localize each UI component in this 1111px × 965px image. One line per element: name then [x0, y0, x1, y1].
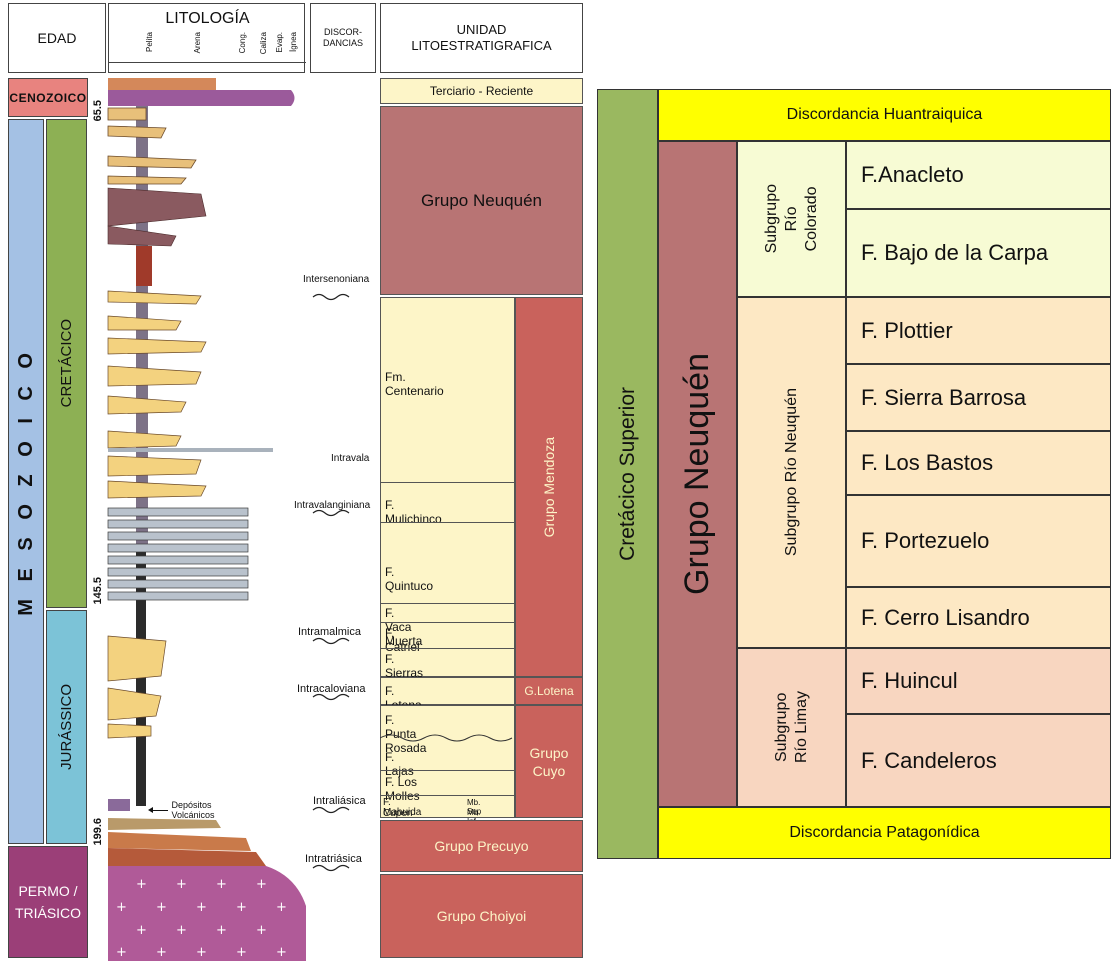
header-litologia-title: LITOLOGÍA: [109, 10, 306, 28]
unit-centenario: Fm. Centenario: [385, 370, 444, 398]
cuyo-internal-waves: [380, 728, 515, 748]
era-cenozoico: CENOZOICO: [8, 78, 88, 117]
svg-text:+: +: [276, 900, 287, 915]
lith-col-caliza: Caliza: [259, 32, 268, 54]
header-unidad: UNIDAD LITOESTRATIGRAFICA: [380, 3, 583, 73]
unit-mahuida: Mahuida: [383, 807, 421, 818]
formation-portezuelo: F. Portezuelo: [846, 495, 1111, 587]
subgroup-rio-colorado: Subgrupo Río Colorado: [737, 141, 846, 297]
header-litologia: LITOLOGÍA Pelita Arena Cong. Caliza Evap…: [108, 3, 305, 73]
svg-text:+: +: [256, 923, 267, 938]
lith-col-evap: Evap.: [275, 32, 284, 52]
svg-text:+: +: [216, 877, 227, 892]
formation-sierra-barrosa: F. Sierra Barrosa: [846, 364, 1111, 431]
neuquen-mudstones: [108, 188, 206, 246]
subgroup-rio-limay: Subgrupo Río Limay: [737, 648, 846, 807]
unit-grupo-mendoza: Grupo Mendoza: [515, 297, 583, 677]
svg-text:+: +: [176, 923, 187, 938]
lith-col-ignea: Ígnea: [289, 32, 298, 52]
discordance-wavy-lines: [305, 280, 383, 880]
limestone-thin-upper: [108, 448, 273, 452]
lithology-column-graphic: + + + + + + + + + + + + + + + + + +: [106, 76, 306, 961]
svg-text:+: +: [196, 945, 207, 960]
formation-anacleto: F.Anacleto: [846, 141, 1111, 209]
formation-huincul: F. Huincul: [846, 648, 1111, 714]
formation-cerro-lisandro: F. Cerro Lisandro: [846, 587, 1111, 648]
unit-grupo-neuquen: Grupo Neuquén: [380, 106, 583, 295]
discordance-huantraiquica: Discordancia Huantraiquica: [658, 89, 1111, 141]
red-top-bed: [108, 78, 216, 90]
svg-text:+: +: [136, 877, 147, 892]
svg-text:+: +: [156, 945, 167, 960]
svg-text:+: +: [276, 945, 287, 960]
volcanic-layer-top: [108, 90, 295, 106]
discordance-patagonidica: Discordancia Patagonídica: [658, 807, 1111, 859]
period-cretacico-superior: Cretácico Superior: [597, 89, 658, 859]
unit-lajas: F. Lajas: [385, 750, 414, 778]
unit-grupo-precuyo: Grupo Precuyo: [380, 820, 583, 872]
unit-quintuco: F. Quintuco: [385, 565, 433, 593]
svg-text:+: +: [116, 900, 127, 915]
age-199-6: 199.6: [92, 818, 104, 846]
period-cretacico: CRETÁCICO: [46, 119, 87, 608]
unit-catriel: F. Catriel: [385, 626, 420, 654]
subgroup-rio-neuquen: Subgrupo Río Neuquén: [737, 297, 846, 648]
age-65-5: 65.5: [92, 100, 104, 121]
age-145-5: 145.5: [92, 577, 104, 605]
unit-grupo-cuyo: Grupo Cuyo: [515, 705, 583, 818]
volcanic-deposits-label: Depósitos Volcánicos: [150, 800, 225, 820]
svg-text:+: +: [196, 900, 207, 915]
svg-text:+: +: [236, 900, 247, 915]
formation-los-bastos: F. Los Bastos: [846, 431, 1111, 495]
svg-text:+: +: [136, 923, 147, 938]
unit-g-lotena: G.Lotena: [515, 677, 583, 705]
formation-plottier: F. Plottier: [846, 297, 1111, 364]
lith-col-cong: Cong.: [238, 32, 247, 53]
precuyo-layers: [108, 818, 266, 866]
formation-bajo-de-la-carpa: F. Bajo de la Carpa: [846, 209, 1111, 297]
era-permo-triasico: PERMO / TRIÁSICO: [8, 846, 88, 958]
red-mudstone-bed: [136, 246, 152, 286]
svg-text:+: +: [116, 945, 127, 960]
limestone-beds: [108, 508, 248, 600]
arrow-left-icon: [150, 810, 168, 811]
grupo-neuquen-table: Cretácico Superior Discordancia Huantrai…: [597, 89, 1111, 859]
svg-text:+: +: [216, 923, 227, 938]
neuquen-sandstones: [108, 108, 196, 184]
header-edad: EDAD: [8, 3, 106, 73]
period-jurassico: JURÁSSICO: [46, 610, 87, 844]
group-grupo-neuquen: Grupo Neuquén: [658, 141, 737, 807]
unit-terciario: Terciario - Reciente: [380, 78, 583, 104]
svg-text:+: +: [176, 877, 187, 892]
formation-candeleros: F. Candeleros: [846, 714, 1111, 807]
unit-grupo-choiyoi: Grupo Choiyoi: [380, 874, 583, 958]
lith-col-pelita: Pelita: [145, 32, 154, 52]
svg-text:+: +: [236, 945, 247, 960]
volcanic-deposit-box: [108, 799, 130, 811]
lith-col-arena: Arena: [193, 32, 202, 53]
era-mesozoico: M E S O Z O I C O: [8, 119, 44, 844]
header-discordancias: DISCOR- DANCIAS: [310, 3, 376, 73]
svg-text:+: +: [256, 877, 267, 892]
mendoza-sandstones: [108, 291, 206, 498]
svg-text:+: +: [156, 900, 167, 915]
